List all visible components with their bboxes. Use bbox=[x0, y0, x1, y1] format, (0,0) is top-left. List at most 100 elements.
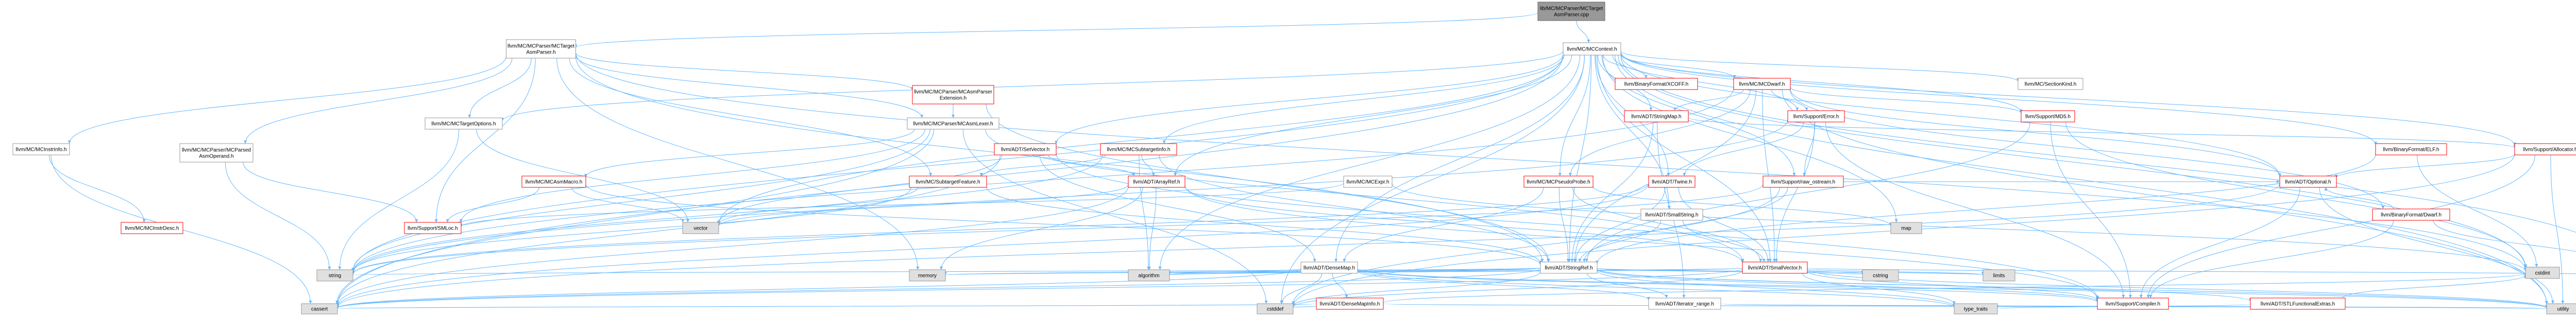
node-smloc[interactable]: llvm/Support/SMLoc.h bbox=[404, 222, 462, 234]
node-compiler[interactable]: llvm/Support/Compiler.h bbox=[2097, 297, 2169, 310]
node-twine[interactable]: llvm/ADT/Twine.h bbox=[1648, 176, 1696, 188]
node-label: llvm/MC/MCAsmMacro.h bbox=[526, 180, 583, 185]
edge-stringref-to-cstddef bbox=[1292, 271, 1541, 307]
node-arrayref[interactable]: llvm/ADT/ArrayRef.h bbox=[1128, 176, 1185, 188]
node-label: llvm/MC/MCSubtargetInfo.h bbox=[1107, 147, 1171, 153]
edge-dwarf_mc-to-string bbox=[351, 87, 1734, 273]
edge-ctx-to-functional bbox=[1620, 55, 2576, 233]
edge-tap-to-asmext bbox=[575, 52, 914, 91]
edge-md5-to-compiler bbox=[2050, 121, 2132, 299]
node-stringmap[interactable]: llvm/ADT/StringMap.h bbox=[1624, 110, 1689, 122]
node-label: vector bbox=[693, 226, 708, 232]
edge-subtfeat-to-vector bbox=[717, 187, 918, 225]
node-iterrange[interactable]: llvm/ADT/iterator_range.h bbox=[1648, 297, 1721, 310]
node-stlfunc[interactable]: llvm/ADT/STLFunctionalExtras.h bbox=[2250, 297, 2346, 310]
node-label: llvm/ADT/Optional.h bbox=[2285, 180, 2331, 185]
edge-asmlexer-to-cassert bbox=[335, 129, 934, 304]
node-optional[interactable]: llvm/ADT/Optional.h bbox=[2279, 176, 2337, 188]
node-box bbox=[1128, 176, 1185, 188]
edge-twine-to-smallvector bbox=[1678, 187, 1770, 262]
node-coff[interactable]: llvm/BinaryFormat/XCOFF.h bbox=[1615, 78, 1698, 90]
node-label: memory bbox=[918, 273, 937, 279]
node-label: lib/MC/MCParser/MCTarget bbox=[1540, 6, 1603, 12]
node-densemap[interactable]: llvm/ADT/DenseMap.h bbox=[1300, 261, 1358, 274]
edge-asmmacro-to-vector bbox=[571, 187, 685, 223]
node-box bbox=[1316, 297, 1384, 310]
node-setvector[interactable]: llvm/ADT/SetVector.h bbox=[994, 143, 1057, 155]
edge-dwarf_mc-to-utility bbox=[1782, 89, 2548, 305]
node-box bbox=[2018, 78, 2083, 90]
edge-ctx-to-pseudoprobe bbox=[1558, 55, 1591, 177]
node-subtfeat[interactable]: llvm/MC/SubtargetFeature.h bbox=[909, 176, 987, 188]
node-bfdwarf[interactable]: llvm/BinaryFormat/Dwarf.h bbox=[2372, 208, 2450, 221]
node-label: llvm/ADT/ArrayRef.h bbox=[1133, 180, 1180, 185]
node-error[interactable]: llvm/Support/Error.h bbox=[1787, 110, 1845, 122]
node-smallstring[interactable]: llvm/ADT/SmallString.h bbox=[1640, 208, 1703, 221]
edge-error-to-rawostream bbox=[1803, 121, 1816, 177]
edge-bfdwarf-to-functional bbox=[2433, 220, 2576, 252]
edge-subtinfo-to-algorithm bbox=[1139, 154, 1150, 270]
edge-smallstring-to-stringref bbox=[1578, 220, 1662, 262]
node-pseudoprobe[interactable]: llvm/MC/MCPseudoProbe.h bbox=[1523, 176, 1594, 188]
edge-arrayref-to-cassert bbox=[336, 186, 1129, 306]
edge-bfdwarf-to-compiler bbox=[2149, 220, 2394, 299]
edge-stringref-to-utility bbox=[1597, 268, 2548, 309]
node-md5[interactable]: llvm/Support/MD5.h bbox=[2021, 110, 2075, 122]
edge-subtinfo-to-string bbox=[351, 154, 1103, 273]
node-label: llvm/Support/raw_ostream.h bbox=[1771, 180, 1836, 185]
edge-bfdwarf-to-optional bbox=[2324, 187, 2394, 209]
edge-ctx-to-vector bbox=[717, 55, 1564, 224]
node-label: llvm/ADT/iterator_range.h bbox=[1655, 302, 1714, 307]
edge-optional-to-compiler bbox=[2139, 187, 2300, 299]
node-ctx[interactable]: llvm/MC/MCContext.h bbox=[1563, 42, 1621, 56]
edge-ctx-to-allocator bbox=[1620, 51, 2516, 146]
edge-smallstring-to-smallvector bbox=[1682, 220, 1766, 262]
node-asmmacro[interactable]: llvm/MC/MCAsmMacro.h bbox=[521, 176, 586, 188]
node-box bbox=[1523, 176, 1594, 188]
node-label: llvm/ADT/DenseMapInfo.h bbox=[1320, 302, 1380, 307]
node-box bbox=[521, 176, 586, 188]
node-mcexpr[interactable]: llvm/MC/MCExpr.h bbox=[1343, 176, 1393, 188]
node-box bbox=[2525, 267, 2560, 279]
node-label: algorithm bbox=[1138, 273, 1159, 279]
node-instinfo[interactable]: llvm/MC/MCInstrInfo.h bbox=[12, 143, 70, 155]
edge-ctx-to-dwarf_mc bbox=[1620, 55, 1736, 79]
node-box bbox=[907, 117, 999, 130]
edge-densemapinfo-to-cstddef bbox=[1292, 304, 1317, 308]
node-subtinfo[interactable]: llvm/MC/MCSubtargetInfo.h bbox=[1100, 143, 1177, 155]
edge-optional-to-cassert bbox=[336, 183, 2280, 308]
node-dwarf_mc[interactable]: llvm/MC/MCDwarf.h bbox=[1733, 78, 1791, 90]
node-asmlexer[interactable]: llvm/MC/MCParser/MCAsmLexer.h bbox=[907, 117, 999, 130]
edge-dwarf_mc-to-stringmap bbox=[1673, 89, 1744, 111]
node-elf[interactable]: llvm/BinaryFormat/ELF.h bbox=[2375, 143, 2447, 155]
node-stringref[interactable]: llvm/ADT/StringRef.h bbox=[1540, 261, 1598, 274]
node-rawostream[interactable]: llvm/Support/raw_ostream.h bbox=[1762, 176, 1844, 188]
edge-stringref-to-memory bbox=[944, 268, 1541, 276]
edge-ctx-to-densemap bbox=[1334, 55, 1585, 262]
edge-ctx-to-utility bbox=[1615, 55, 2548, 305]
edge-twine-to-cassert bbox=[336, 184, 1649, 307]
node-allocator[interactable]: llvm/Support/Allocator.h bbox=[2514, 143, 2576, 155]
node-densemapinfo[interactable]: llvm/ADT/DenseMapInfo.h bbox=[1316, 297, 1384, 310]
node-box bbox=[994, 143, 1057, 155]
edge-densemap-to-cassert bbox=[336, 268, 1301, 308]
node-label: type_traits bbox=[1964, 307, 1988, 312]
edge-smallvector-to-utility bbox=[1807, 269, 2548, 308]
edge-subtinfo-to-subtfeat bbox=[979, 154, 1106, 177]
node-sectkind[interactable]: llvm/MC/SectionKind.h bbox=[2018, 78, 2083, 90]
edge-elf-to-stringref bbox=[1596, 154, 2376, 264]
node-targetopts[interactable]: llvm/MC/MCTargetOptions.h bbox=[425, 117, 503, 130]
node-instdesc[interactable]: llvm/MC/MCInstrDesc.h bbox=[121, 222, 183, 234]
edge-md5-to-stringref bbox=[1585, 121, 2030, 262]
edge-arrayref-to-smallvector bbox=[1184, 185, 1744, 264]
node-label: llvm/ADT/STLFunctionalExtras.h bbox=[2261, 302, 2335, 307]
node-cstring: cstring bbox=[1862, 269, 1899, 282]
node-smallvector[interactable]: llvm/ADT/SmallVector.h bbox=[1742, 261, 1808, 274]
edge-subtinfo-to-stringref bbox=[1159, 154, 1550, 262]
node-box bbox=[2250, 297, 2346, 310]
edge-tap-to-asmlexer bbox=[575, 55, 924, 118]
